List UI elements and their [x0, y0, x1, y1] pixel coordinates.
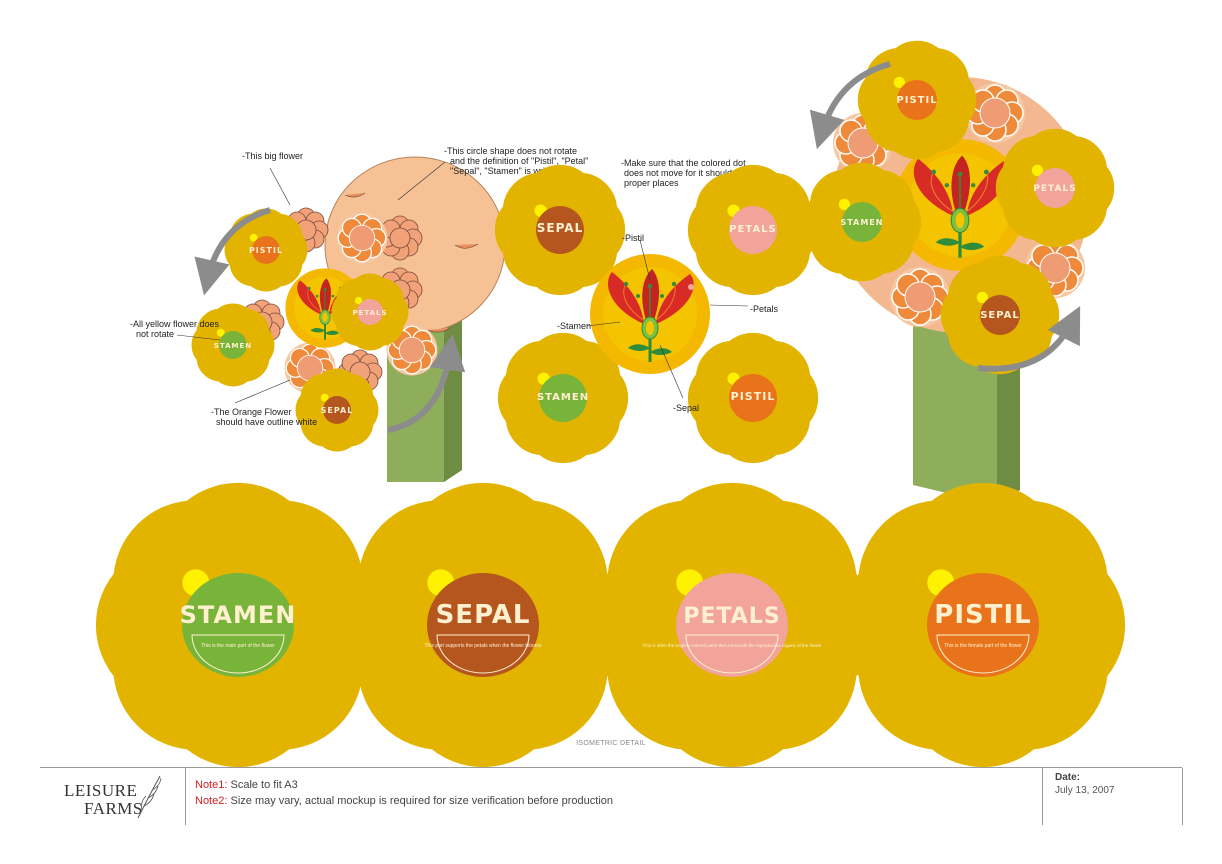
right-rotate-arrow-bottom: [977, 305, 1081, 372]
logo-line-2: FARMS: [84, 799, 143, 818]
svg-text:SEPAL: SEPAL: [980, 310, 1020, 321]
center-flower-diagram: [588, 252, 712, 376]
large-sepal-tile: SEPAL This part supports the petals when…: [375, 517, 591, 733]
svg-text:SEPAL: SEPAL: [537, 221, 583, 235]
svg-text:SEPAL: SEPAL: [436, 600, 531, 630]
svg-text:This is the female part of the: This is the female part of the flower: [944, 643, 1022, 649]
annotation-yellow-flower-1: -All yellow flower does: [130, 319, 220, 329]
large-petals-tile: PETALS This is often the brightly colore…: [624, 517, 840, 733]
large-stamen-tile: STAMEN This is the male part of the flow…: [130, 517, 346, 733]
annotation-colored-dot-2: does not move for it should be in their: [624, 168, 774, 178]
label-sepal: -Sepal: [673, 403, 699, 413]
annotation-orange-flower-2: should have outline white: [216, 417, 317, 427]
annotation-colored-dot-3: proper places: [624, 178, 679, 188]
date-label: Date:: [1055, 772, 1081, 783]
annotation-circle-shape-2: and the definition of "Pistil", "Petal": [450, 156, 588, 166]
svg-text:This is the male part of the f: This is the male part of the flower: [201, 643, 275, 649]
left-stamen-badge: STAMEN: [206, 318, 261, 373]
mid-petals-tile: PETALS: [705, 182, 801, 278]
svg-text:This part supports the petals: This part supports the petals when the f…: [424, 643, 542, 649]
svg-text:PISTIL: PISTIL: [249, 246, 283, 255]
svg-text:PISTIL: PISTIL: [731, 390, 776, 403]
svg-text:SEPAL: SEPAL: [321, 406, 354, 415]
svg-text:PETALS: PETALS: [683, 604, 780, 629]
note1-label: Note1:: [195, 779, 228, 791]
mid-pistil-tile: PISTIL: [705, 350, 801, 446]
annotation-big-flower: -This big flower: [242, 151, 303, 161]
annotation-colored-dot-1: -Make sure that the colored dot: [621, 158, 746, 168]
svg-text:PETALS: PETALS: [352, 309, 387, 317]
note1-text: Scale to fit A3: [230, 779, 298, 791]
logo-line-1: LEISURE: [64, 781, 138, 800]
left-sepal-badge: SEPAL: [310, 383, 365, 438]
notes: Note1: Scale to fit A3 Note2: Size may v…: [195, 777, 613, 809]
logo: LEISURE FARMS: [40, 768, 186, 825]
wheat-icon: [137, 775, 162, 819]
left-rotate-arrow-top: [194, 207, 271, 296]
mid-stamen-tile: STAMEN: [515, 350, 611, 446]
mid-sepal-tile: SEPAL: [512, 182, 608, 278]
large-pistil-tile: PISTIL This is the female part of the fl…: [875, 517, 1091, 733]
annotation-yellow-flower-2: not rotate: [136, 329, 174, 339]
svg-text:STAMEN: STAMEN: [180, 601, 297, 629]
large-tiles: STAMEN This is the male part of the flow…: [130, 517, 1091, 733]
annotation-orange-flower-1: -The Orange Flower: [211, 407, 292, 417]
label-pistil: -Pistil: [622, 233, 644, 243]
right-rotate-arrow-top: [809, 61, 891, 150]
annotation-circle-shape-3: "Sepal", "Stamen" is writte on it: [450, 166, 575, 176]
right-assembly: PISTIL PETALS STAMEN SEPAL: [822, 61, 1094, 505]
right-petals-badge: PETALS: [1016, 149, 1094, 227]
right-sepal-badge: SEPAL: [961, 276, 1039, 354]
svg-text:STAMEN: STAMEN: [537, 392, 589, 403]
label-petals: -Petals: [750, 304, 779, 314]
right-stamen-badge: STAMEN: [823, 183, 901, 261]
svg-text:PISTIL: PISTIL: [934, 600, 1031, 630]
left-pistil-badge: PISTIL: [239, 223, 294, 278]
date-block: Date: July 13, 2007: [1042, 768, 1183, 825]
svg-text:This is often the brightly col: This is often the brightly colored parts…: [642, 643, 822, 648]
svg-text:STAMEN: STAMEN: [841, 218, 884, 227]
left-assembly: PISTIL PETALS STAMEN SEPAL -This big flo…: [130, 146, 588, 482]
date-value: July 13, 2007: [1055, 785, 1115, 796]
left-rotate-arrow-bottom: [387, 334, 466, 433]
svg-text:PETALS: PETALS: [729, 224, 777, 235]
middle-detail: -Make sure that the colored dot does not…: [512, 158, 801, 446]
label-stamen: -Stamen: [557, 321, 591, 331]
title-block: LEISURE FARMS Note1: Scale to fit A3 Not…: [40, 767, 1183, 826]
svg-text:PETALS: PETALS: [1033, 184, 1076, 194]
note2-text: Size may vary, actual mockup is required…: [230, 795, 614, 807]
annotation-circle-shape-1: -This circle shape does not rotate: [444, 146, 577, 156]
svg-text:STAMEN: STAMEN: [214, 342, 252, 350]
note2-label: Note2:: [195, 795, 228, 807]
isometric-caption: ISOMETRIC DETAIL: [576, 740, 646, 747]
right-pistil-badge: PISTIL: [878, 61, 956, 139]
left-petals-badge: PETALS: [345, 287, 396, 338]
svg-text:PISTIL: PISTIL: [896, 95, 937, 106]
